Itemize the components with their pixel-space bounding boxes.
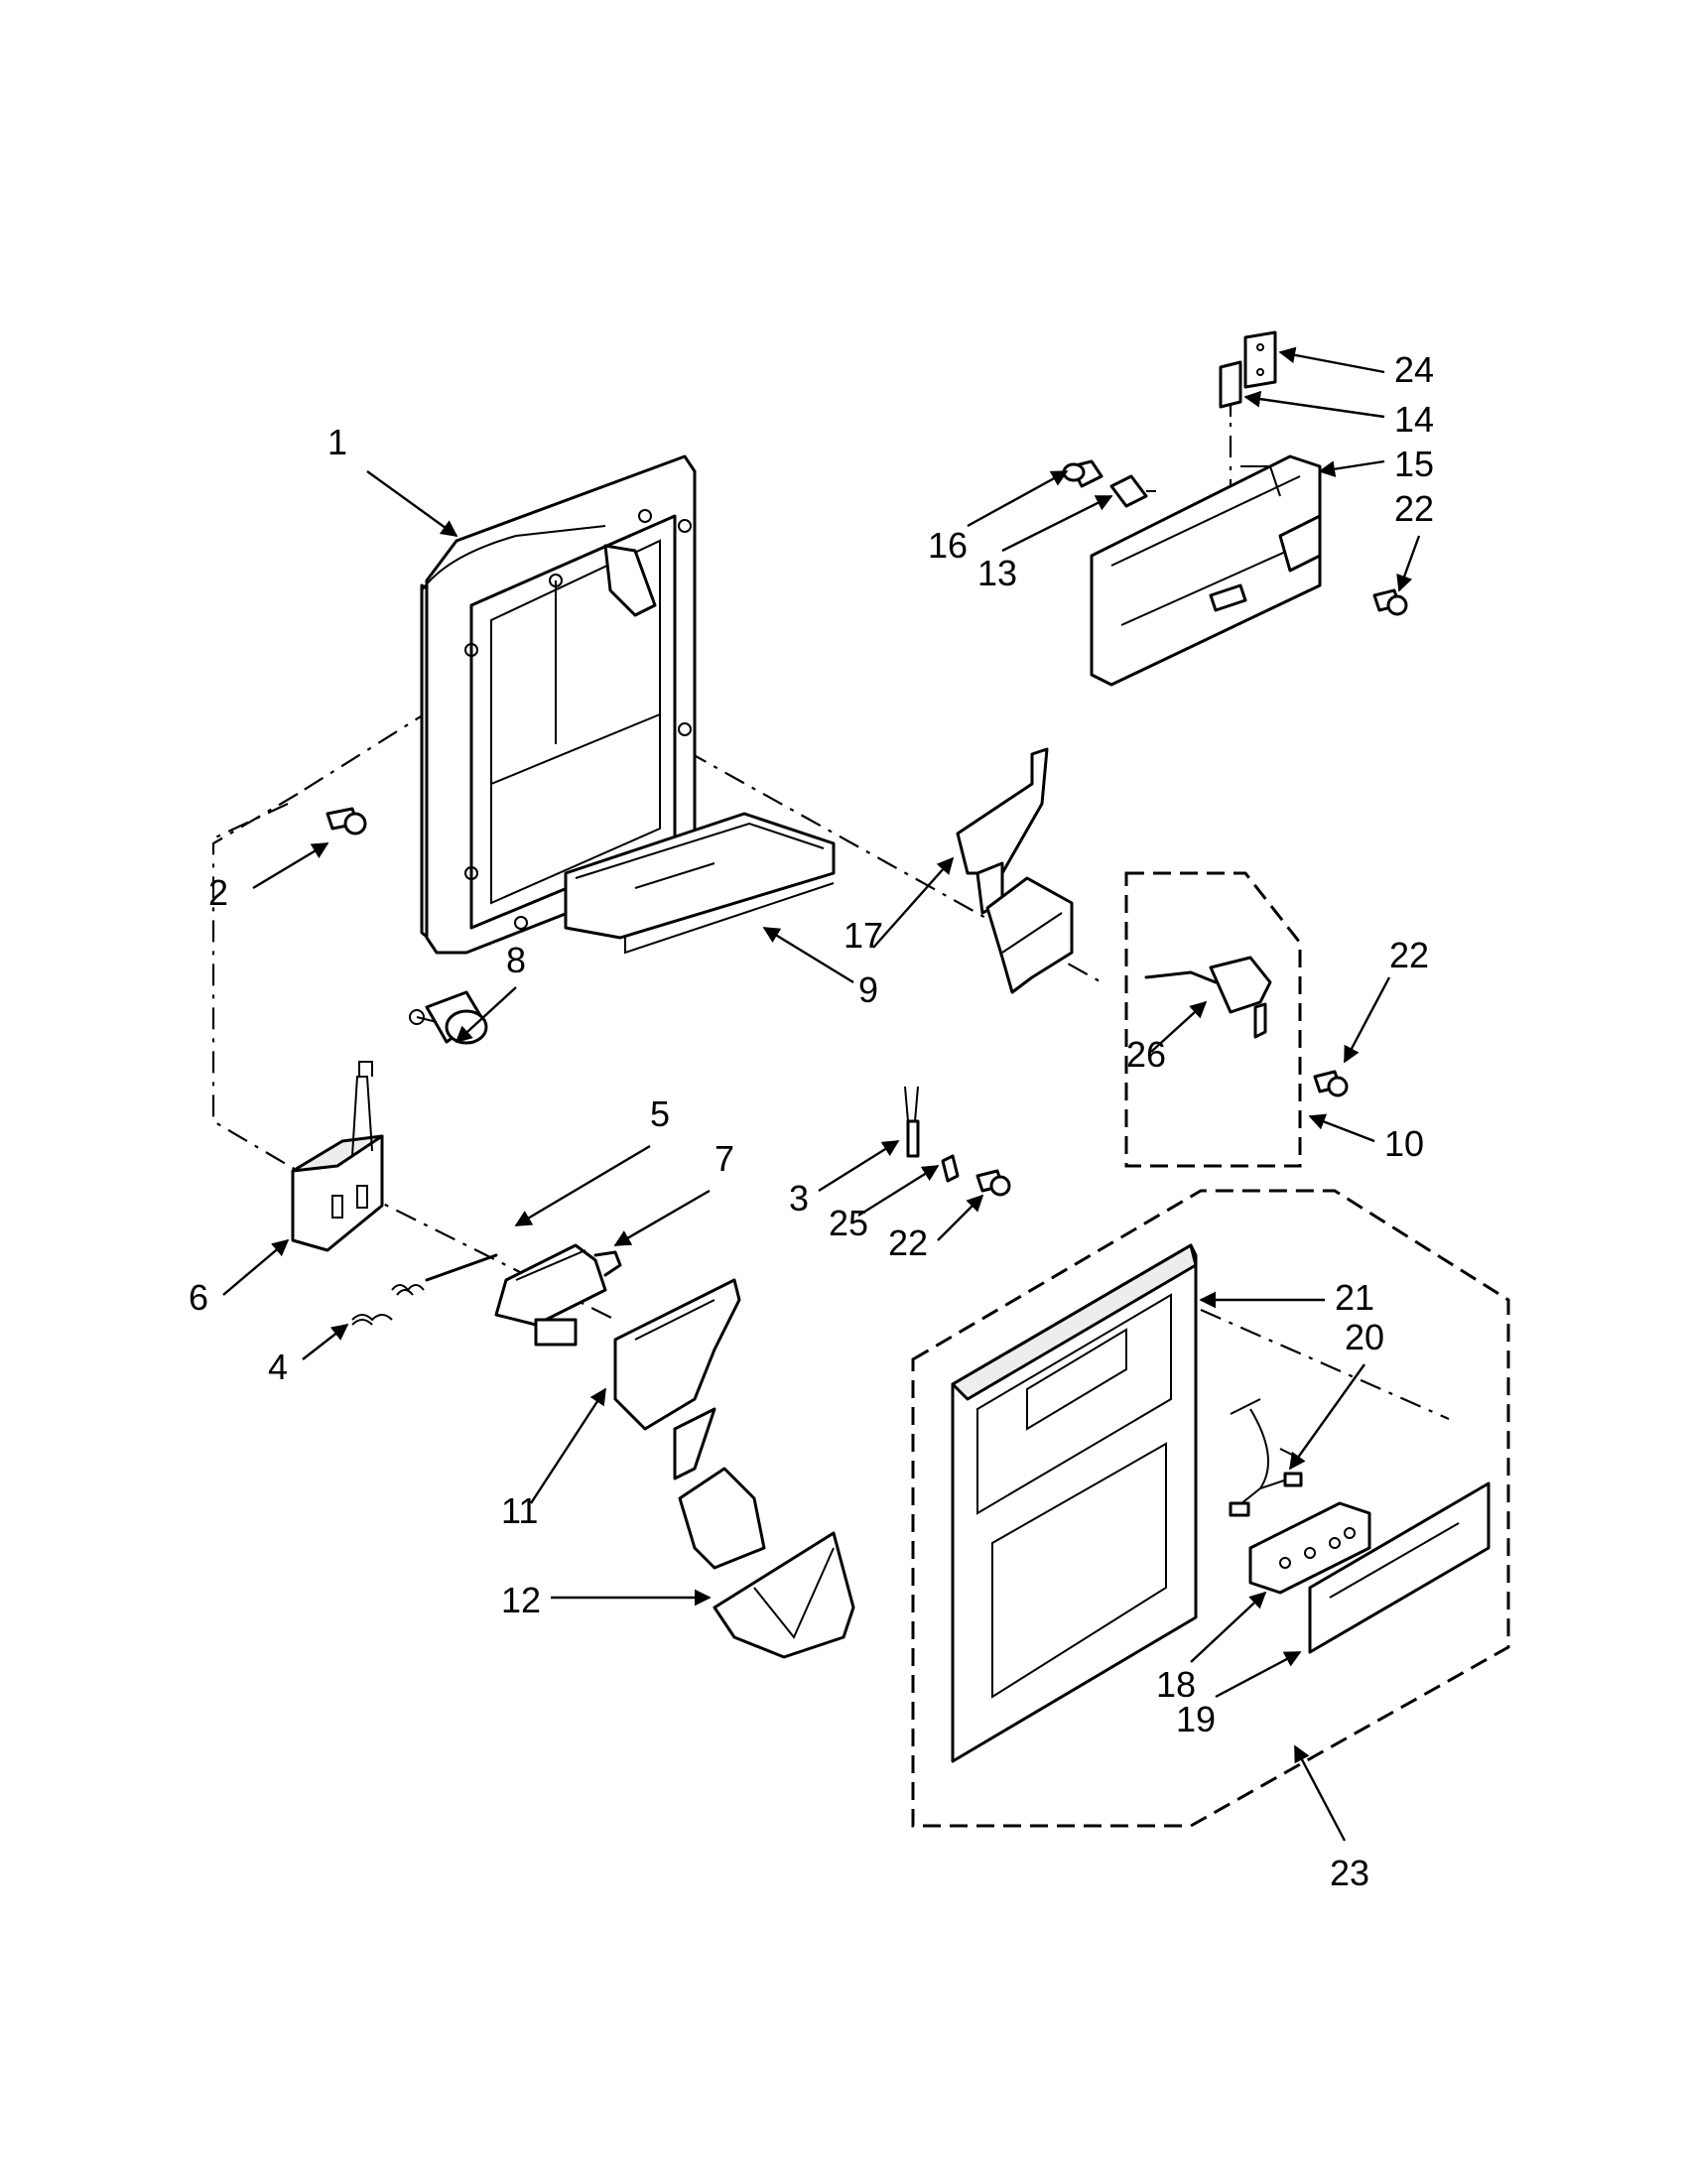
callout-16: 16	[928, 525, 968, 566]
screw-22-top	[1372, 588, 1408, 616]
callout-22-top: 22	[1394, 488, 1434, 529]
callout-22-center: 22	[888, 1222, 928, 1263]
screw-2	[325, 807, 367, 835]
callout-4: 4	[268, 1347, 288, 1387]
lever-group-box	[1124, 871, 1302, 1168]
drip-tray	[564, 812, 836, 955]
callout-13: 13	[977, 553, 1017, 593]
callout-11: 11	[501, 1490, 538, 1531]
callout-3: 3	[789, 1178, 809, 1219]
water-lever	[956, 747, 1074, 994]
insulator-24	[1243, 330, 1277, 389]
water-module-housing	[1090, 454, 1322, 687]
door-panel-group-box	[911, 1189, 1510, 1828]
control-board	[1248, 1501, 1371, 1595]
switch-clip	[904, 1086, 960, 1183]
pin	[425, 1253, 498, 1282]
callout-25: 25	[829, 1203, 868, 1243]
motor	[409, 990, 488, 1045]
callout-8: 8	[506, 940, 526, 980]
screw-22-right	[1313, 1070, 1349, 1097]
wire-harness	[1229, 1398, 1303, 1517]
callout-23: 23	[1330, 1853, 1369, 1893]
callout-21: 21	[1335, 1277, 1374, 1318]
callout-22-right: 22	[1389, 935, 1429, 975]
callout-15: 15	[1394, 444, 1434, 484]
callout-5: 5	[650, 1093, 670, 1134]
switch-14	[1219, 360, 1242, 417]
callout-24: 24	[1394, 349, 1434, 390]
callout-17: 17	[844, 915, 883, 956]
ice-chute	[713, 1531, 855, 1659]
dispenser-housing	[420, 454, 697, 955]
bulb	[1062, 459, 1104, 488]
callout-labels: 1 2 3 4 5 6 7 8 9 10 11 12 13 14 15 16 1…	[189, 349, 1434, 1893]
callout-26: 26	[1126, 1034, 1166, 1075]
callout-1: 1	[327, 422, 347, 462]
control-overlay	[1308, 1481, 1491, 1654]
callout-10: 10	[1384, 1123, 1424, 1164]
callout-18: 18	[1156, 1664, 1196, 1705]
callout-12: 12	[501, 1580, 541, 1620]
leader-lines	[222, 346, 1421, 1842]
screw-22-center	[975, 1169, 1011, 1197]
callout-19: 19	[1176, 1699, 1216, 1739]
bulb-socket	[1109, 474, 1156, 508]
callout-2: 2	[208, 872, 228, 913]
dispenser-front-panel	[951, 1243, 1198, 1763]
ice-lever	[613, 1278, 766, 1570]
callout-7: 7	[714, 1138, 734, 1179]
actuator	[494, 1243, 622, 1347]
callout-14: 14	[1394, 399, 1434, 440]
callout-6: 6	[189, 1277, 208, 1318]
springs	[351, 1284, 425, 1326]
callout-9: 9	[858, 969, 878, 1010]
switch-arm	[1144, 956, 1272, 1039]
callout-20: 20	[1345, 1317, 1384, 1357]
solenoid-box	[291, 1061, 384, 1252]
